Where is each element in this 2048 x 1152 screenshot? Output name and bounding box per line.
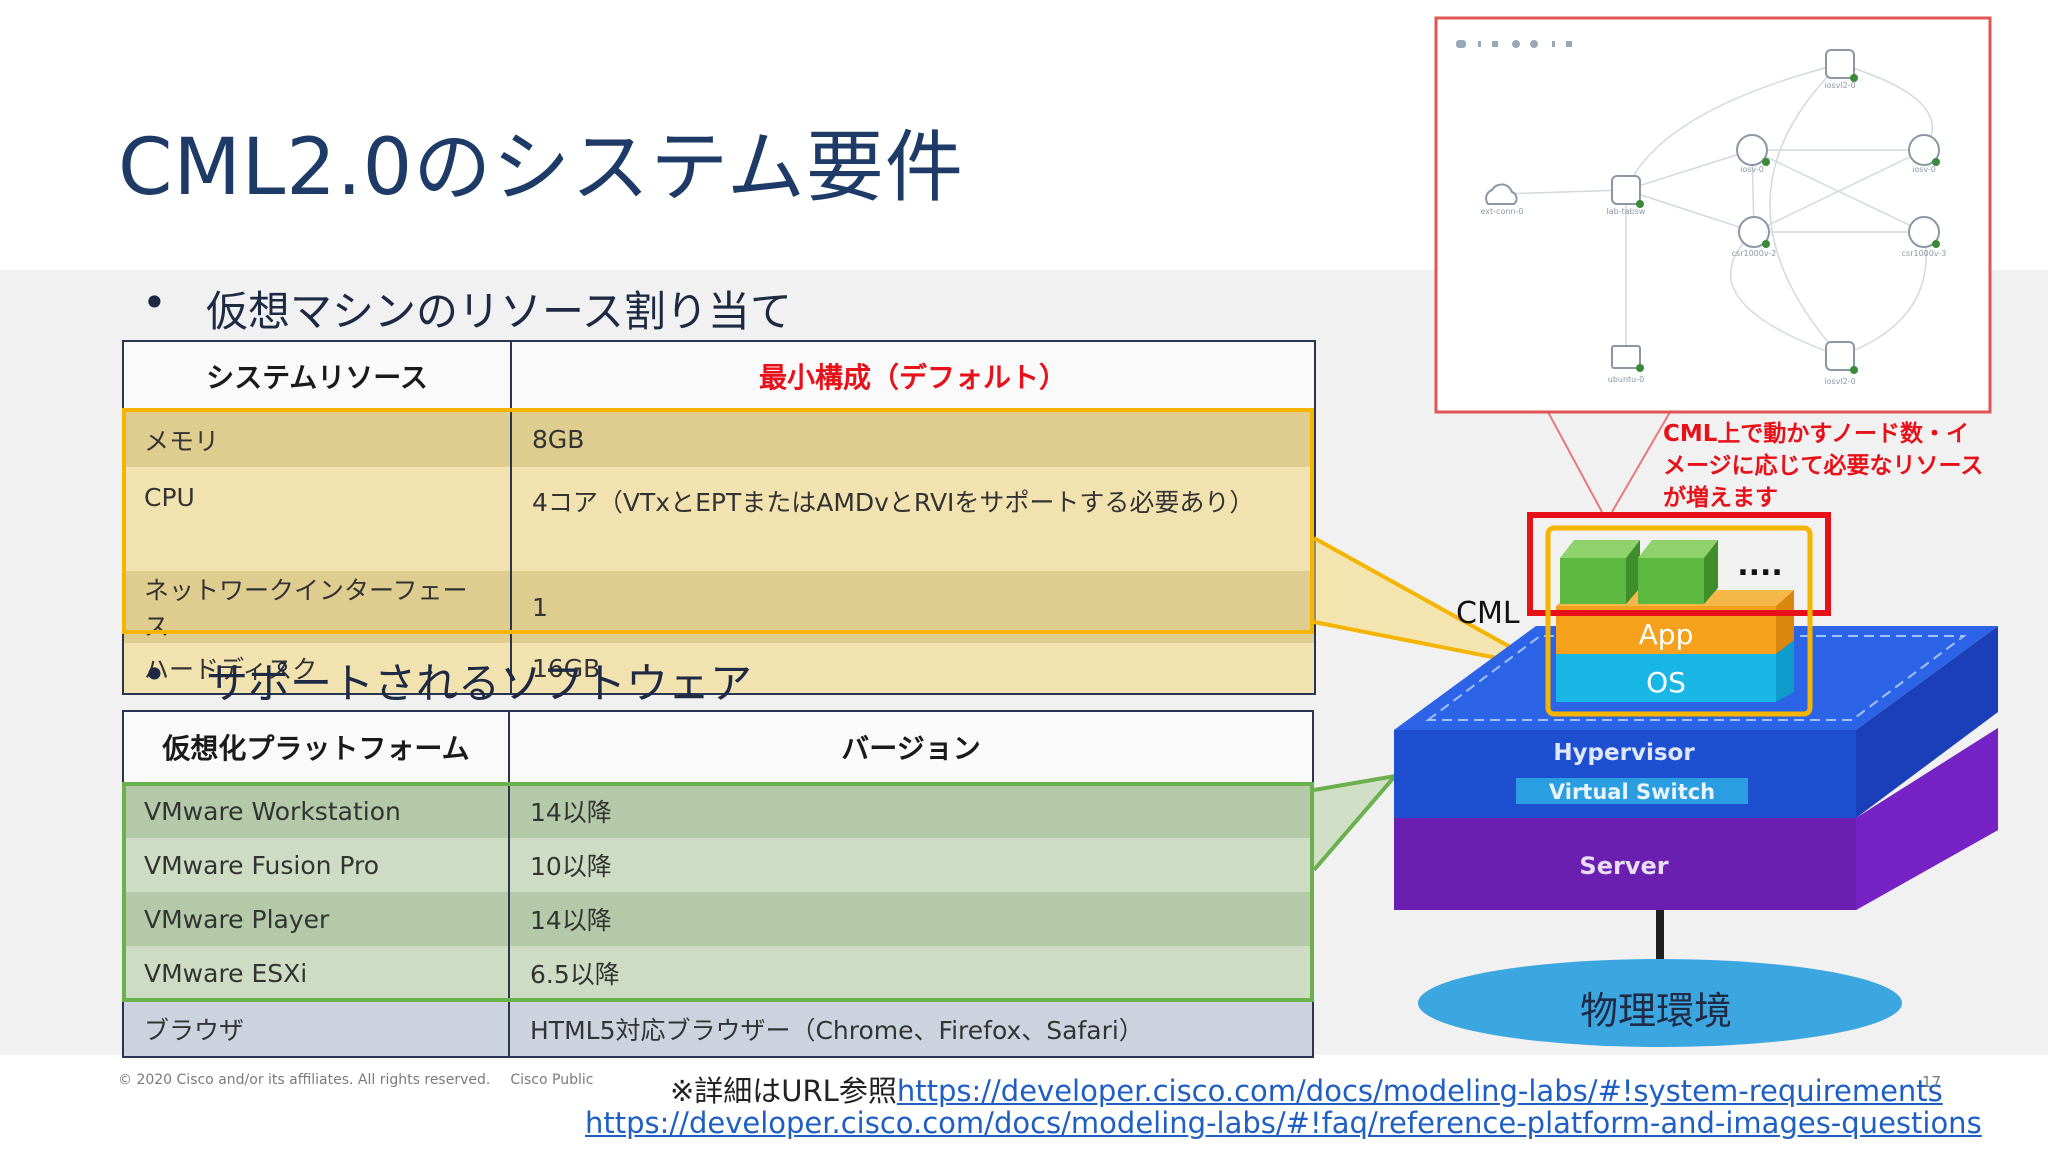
vswitch-label: Virtual Switch: [1549, 780, 1715, 804]
table-row: CPU 4コア（VTxとEPTまたはAMDvとRVIをサポートする必要あり）: [123, 467, 1316, 571]
table-row: VMware ESXi 6.5以降: [123, 946, 1314, 1001]
platform-name: VMware Fusion Pro: [123, 838, 510, 892]
resource-value: 8GB: [511, 411, 1316, 467]
callout-line: CML上で動かすノード数・イ: [1663, 421, 1970, 447]
node-label: iosv-0: [1912, 165, 1936, 174]
node-label: ext-conn-0: [1481, 207, 1524, 216]
yellow-cml-frame: [1545, 525, 1813, 717]
table-row: VMware Player 14以降: [123, 892, 1314, 946]
platform-name: VMware Workstation: [123, 783, 510, 838]
topology-pointer-left: [1547, 411, 1603, 513]
server-icon: [1611, 345, 1641, 369]
yellow-highlight-box: [122, 408, 1314, 634]
bullet-dot: •: [142, 278, 167, 327]
app-label: App: [1639, 618, 1694, 651]
software-table: 仮想化プラットフォーム バージョン VMware Workstation 14以…: [122, 710, 1314, 1058]
node-label: iosvl2-0: [1824, 377, 1855, 386]
footer: © 2020 Cisco and/or its affiliates. All …: [118, 1072, 593, 1088]
red-nodes-frame: [1527, 512, 1831, 616]
system-requirements-link[interactable]: https://developer.cisco.com/docs/modelin…: [896, 1074, 1943, 1108]
platform-name: ブラウザ: [123, 1000, 510, 1057]
software-header-version: バージョン: [509, 711, 1314, 784]
node-label: iosv-0: [1740, 165, 1764, 174]
router-icon: [1736, 134, 1768, 166]
resource-value: 16GB: [511, 643, 1316, 694]
topology-toolbar: [1456, 40, 1572, 48]
switch-icon: [1611, 175, 1641, 205]
switch-icon: [1825, 49, 1855, 79]
bullet-text: 仮想マシンのリソース割り当て: [206, 287, 792, 336]
router-icon: [1738, 216, 1770, 248]
node-label: ubuntu-0: [1608, 375, 1644, 384]
page-title: CML2.0のシステム要件: [118, 123, 964, 213]
router-icon: [1908, 134, 1940, 166]
hypervisor-label: Hypervisor: [1553, 740, 1695, 766]
platform-version: HTML5対応ブラウザー（Chrome、Firefox、Safari）: [509, 1000, 1314, 1057]
bullet-dot: •: [142, 650, 167, 699]
faq-link[interactable]: https://developer.cisco.com/docs/modelin…: [585, 1106, 1982, 1140]
green-highlight-box: [122, 782, 1314, 1002]
table-row: VMware Fusion Pro 10以降: [123, 838, 1314, 892]
topology-pointer-right: [1611, 411, 1671, 513]
cable: [1656, 910, 1664, 960]
node-label: csr1000v-2: [1732, 249, 1777, 258]
os-label: OS: [1646, 666, 1686, 699]
topology-node-icons: [1485, 49, 1940, 374]
cml-label: CML: [1456, 596, 1520, 631]
reference-prefix: ※詳細はURL参照: [670, 1074, 897, 1108]
table-row: ハードディスク 16GB: [123, 643, 1316, 694]
classification-text: Cisco Public: [510, 1072, 594, 1088]
node-cubes: ....: [1560, 540, 1783, 604]
platform-version: 14以降: [509, 783, 1314, 838]
bullet-text: サポートされるソフトウェア: [206, 659, 753, 708]
page-number: 17: [1922, 1073, 1942, 1091]
callout-line: メージに応じて必要なリソース: [1663, 453, 1984, 479]
resource-name: ハードディスク: [123, 643, 512, 694]
platform-version: 6.5以降: [509, 946, 1314, 1001]
platform-version: 10以降: [509, 838, 1314, 892]
resource-value: 4コア（VTxとEPTまたはAMDvとRVIをサポートする必要あり）: [511, 467, 1316, 571]
resource-name: CPU: [123, 467, 512, 571]
platform-version: 14以降: [509, 892, 1314, 946]
server-layer: Server: [1394, 728, 1998, 910]
resource-name: メモリ: [123, 411, 512, 467]
table-row: ブラウザ HTML5対応ブラウザー（Chrome、Firefox、Safari）: [123, 1000, 1314, 1057]
platform-name: VMware Player: [123, 892, 510, 946]
resource-name: ネットワークインターフェース: [123, 571, 512, 643]
physical-environment-label: 物理環境: [1580, 989, 1733, 1033]
reference-note: ※詳細はURL参照https://developer.cisco.com/doc…: [670, 1068, 1943, 1110]
reference-note-line2: https://developer.cisco.com/docs/modelin…: [585, 1106, 1982, 1140]
resource-header-resource: システムリソース: [123, 341, 512, 412]
topology-node-labels: iosvl2-0 iosv-0 iosv-0 ext-conn-0 lab-ta…: [1481, 81, 1947, 386]
table-row: VMware Workstation 14以降: [123, 783, 1314, 838]
callout-line: が増えます: [1663, 485, 1778, 511]
copyright-text: © 2020 Cisco and/or its affiliates. All …: [118, 1072, 491, 1088]
node-label: iosvl2-0: [1824, 81, 1855, 90]
resource-header-minimum: 最小構成（デフォルト）: [511, 341, 1316, 412]
table-row: メモリ 8GB: [123, 411, 1316, 467]
node-label: lab-tabsw: [1607, 207, 1646, 216]
more-nodes-ellipsis: ....: [1737, 548, 1783, 583]
software-header-platform: 仮想化プラットフォーム: [123, 711, 510, 784]
cloud-icon: [1485, 183, 1518, 205]
platform-name: VMware ESXi: [123, 946, 510, 1001]
switch-icon: [1825, 341, 1855, 371]
physical-environment-ellipse: [1418, 959, 1902, 1047]
router-icon: [1908, 216, 1940, 248]
node-label: csr1000v-3: [1902, 249, 1947, 258]
app-os-stack: OS App: [1556, 590, 1794, 702]
server-label: Server: [1579, 852, 1668, 880]
callout-text: CML上で動かすノード数・イ メージに応じて必要なリソース が増えます: [1663, 418, 1983, 514]
topology-screenshot: iosvl2-0 iosv-0 iosv-0 ext-conn-0 lab-ta…: [1434, 16, 1992, 414]
